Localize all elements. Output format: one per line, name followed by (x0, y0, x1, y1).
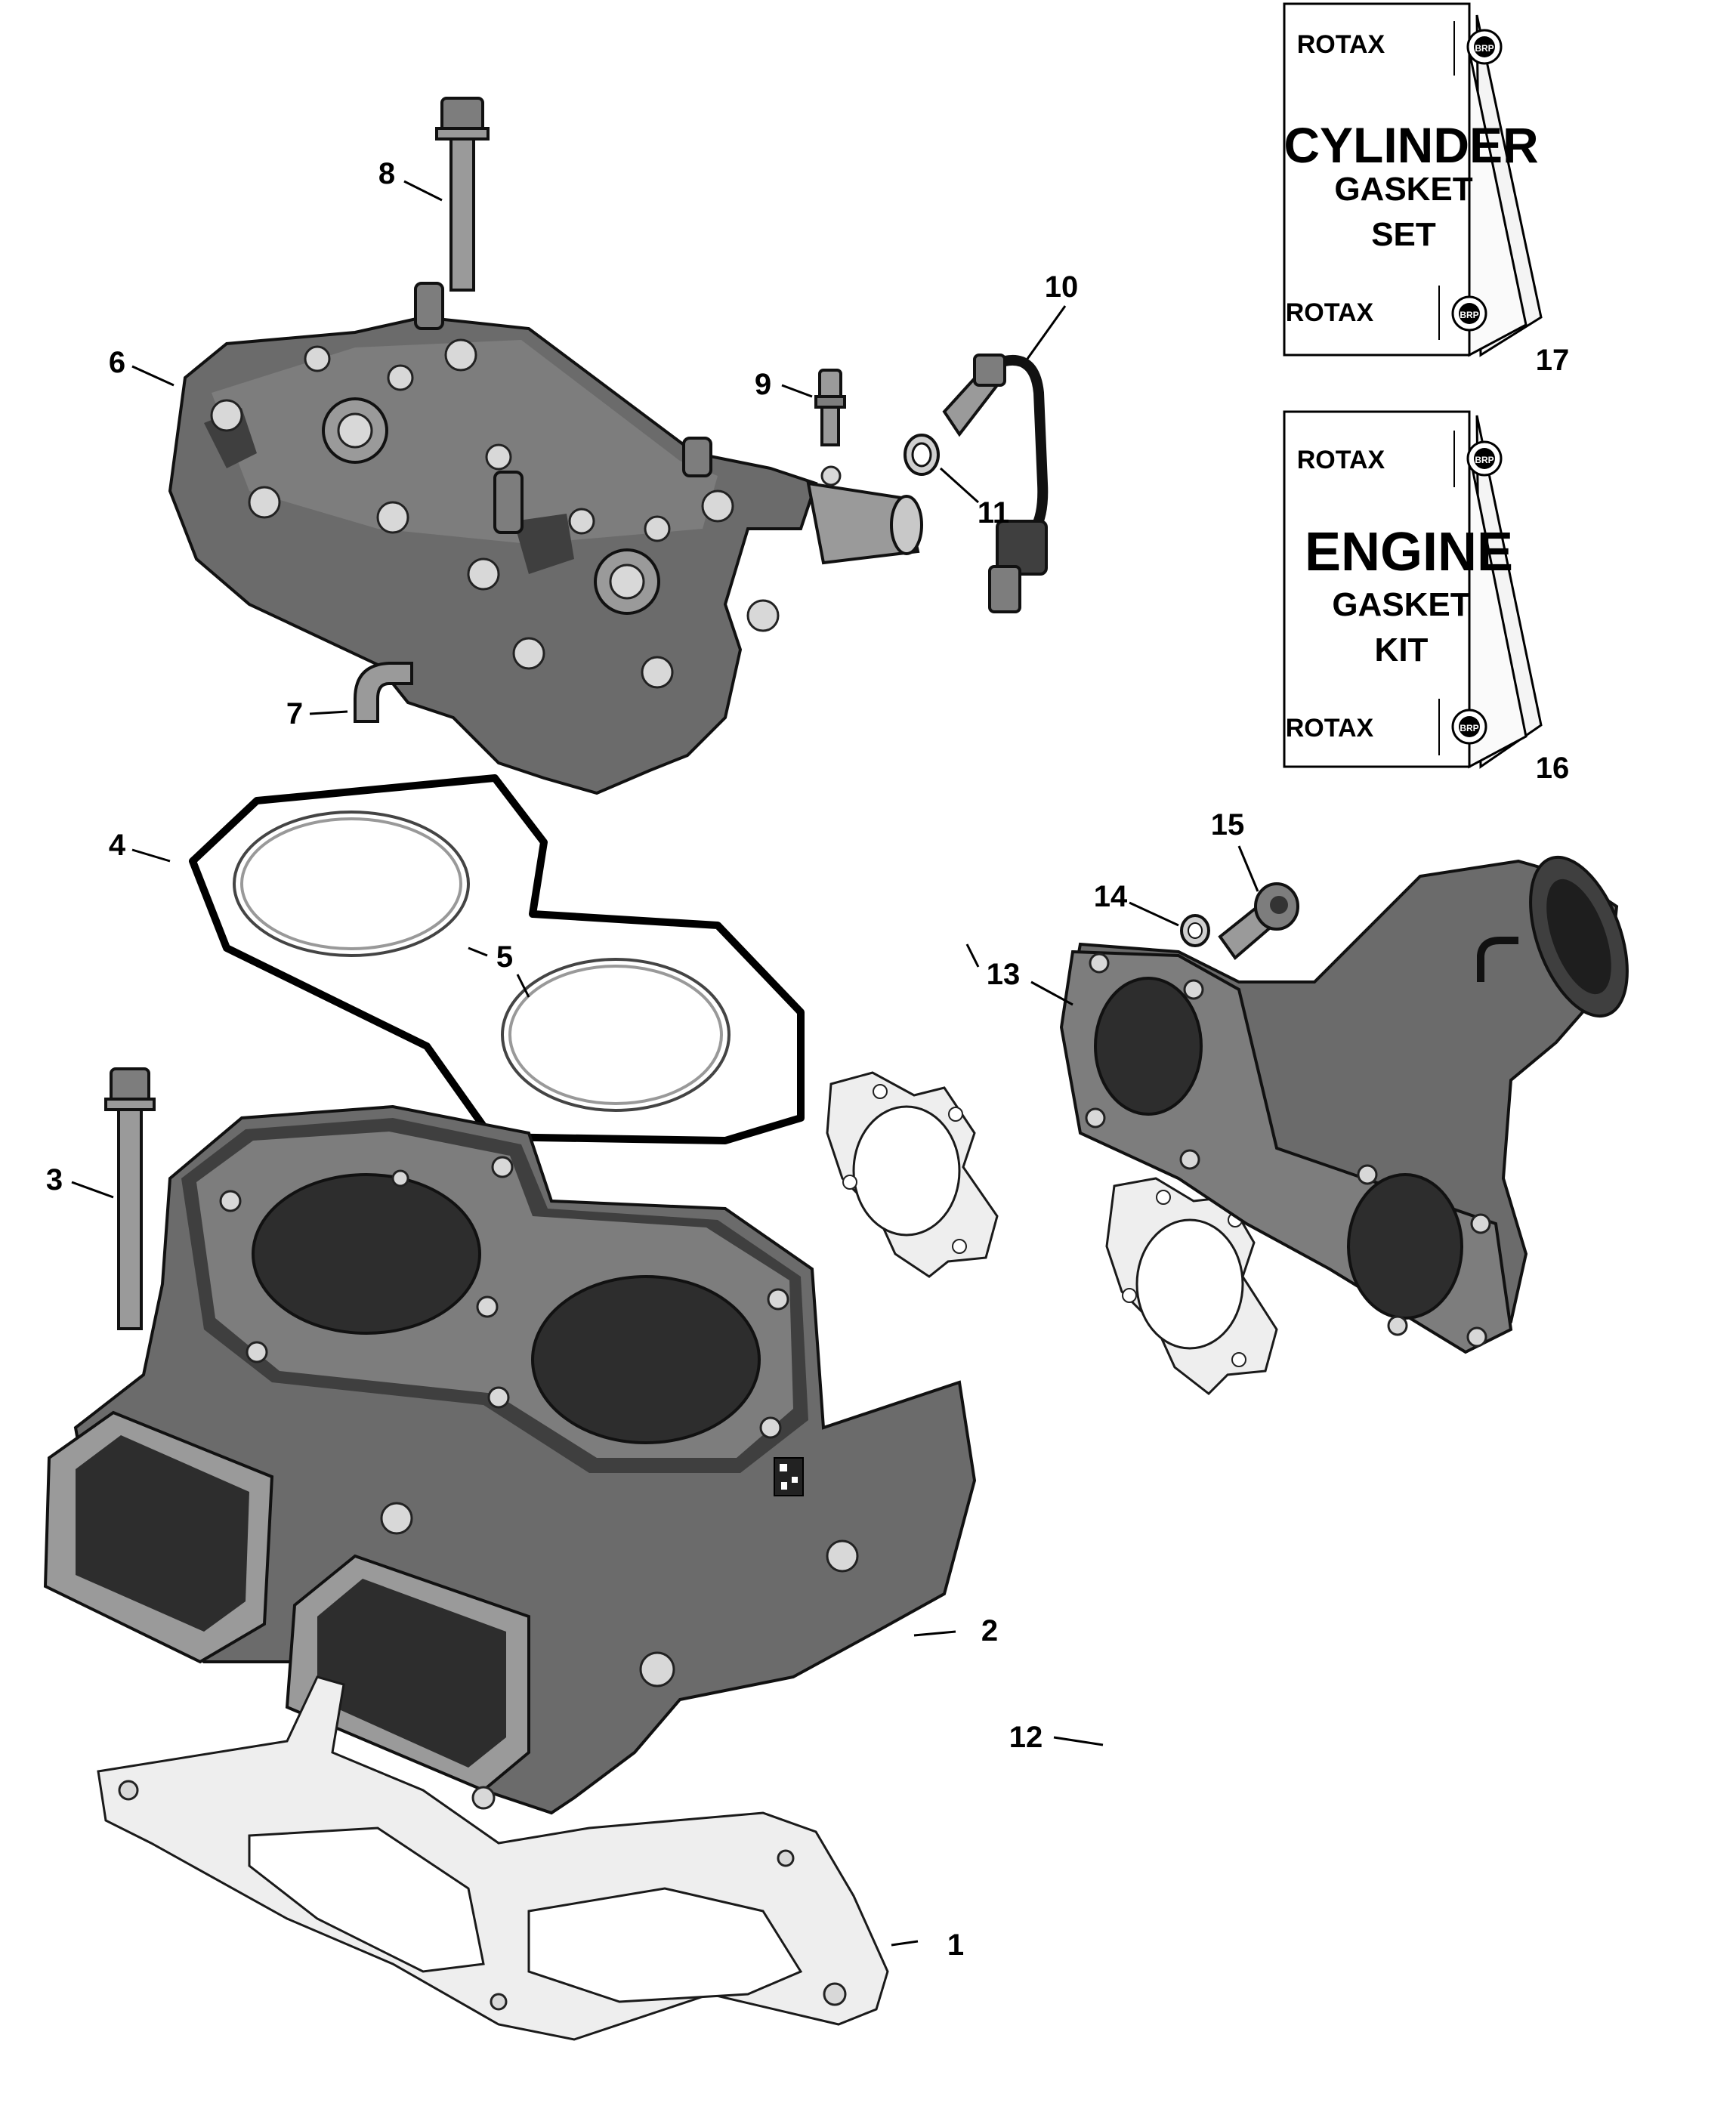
temperature-sensor (942, 354, 1049, 613)
callout-14: 14 (1094, 880, 1128, 913)
manifold-washer (1180, 914, 1210, 947)
brp-logo-icon: BRP (1451, 709, 1487, 745)
cylinder-base-gasket (97, 1675, 889, 2041)
threaded-fitting (814, 369, 846, 446)
callout-11: 11 (978, 496, 1009, 530)
kit-title: CYLINDER (1283, 117, 1538, 173)
exhaust-manifold (1059, 855, 1629, 1354)
cylinder-bolt (104, 1067, 156, 1330)
brp-logo-icon: BRP (1466, 440, 1503, 477)
svg-text:BRP: BRP (1475, 455, 1494, 465)
callout-12: 12 (1009, 1721, 1043, 1754)
kit-brand-top: ROTAX (1297, 446, 1385, 474)
cylinder-gasket-set-card: ROTAX BRP CYLINDER GASKET SET ROTAX BRP (1283, 2, 1543, 357)
cylinder-head (168, 282, 923, 795)
kit-brand-bottom: ROTAX (1286, 298, 1374, 327)
callout-1: 1 (947, 1928, 964, 1962)
head-o-ring-black (189, 774, 805, 1144)
callout-4: 4 (109, 829, 126, 862)
exhaust-gasket-upper (826, 1071, 999, 1278)
engine-gasket-kit-card: ROTAX BRP ENGINE GASKET KIT ROTAX BRP (1283, 410, 1543, 769)
callout-9: 9 (755, 368, 771, 401)
callout-10: 10 (1045, 270, 1079, 304)
kit-brand-bottom: ROTAX (1286, 714, 1374, 743)
exhaust-gasket-lower (1105, 1177, 1278, 1395)
callout-labels: 1 2 3 4 5 6 7 8 9 10 11 12 13 14 15 16 1… (46, 157, 1569, 1962)
callout-3: 3 (46, 1163, 63, 1197)
sealing-washer (904, 434, 940, 476)
callout-7: 7 (286, 697, 303, 730)
brp-logo-icon: BRP (1466, 29, 1503, 65)
svg-text:BRP: BRP (1460, 723, 1478, 733)
o-ring-upper (233, 811, 470, 957)
callout-2: 2 (981, 1614, 998, 1647)
callout-5: 5 (496, 940, 513, 974)
elbow-fitting (354, 662, 413, 723)
manifold-bolt (1218, 882, 1299, 960)
callout-16: 16 (1536, 752, 1570, 785)
kit-line2: GASKET (1332, 586, 1470, 623)
callout-6: 6 (109, 346, 125, 379)
callout-13: 13 (987, 958, 1021, 991)
svg-text:BRP: BRP (1460, 310, 1478, 320)
kit-title: ENGINE (1305, 522, 1513, 582)
leader-lines (71, 180, 1259, 1947)
kit-line2: GASKET (1334, 171, 1472, 208)
head-bolt (435, 97, 490, 292)
kit-line3: SET (1371, 216, 1436, 253)
o-ring-lower (501, 958, 731, 1112)
brp-logo-icon: BRP (1451, 295, 1487, 332)
svg-text:BRP: BRP (1475, 43, 1494, 54)
kit-brand-top: ROTAX (1297, 30, 1385, 59)
cylinder-block (43, 1104, 977, 1815)
callout-15: 15 (1211, 808, 1245, 841)
callout-8: 8 (378, 157, 395, 190)
callout-17: 17 (1536, 344, 1570, 377)
kit-line3: KIT (1375, 631, 1429, 669)
